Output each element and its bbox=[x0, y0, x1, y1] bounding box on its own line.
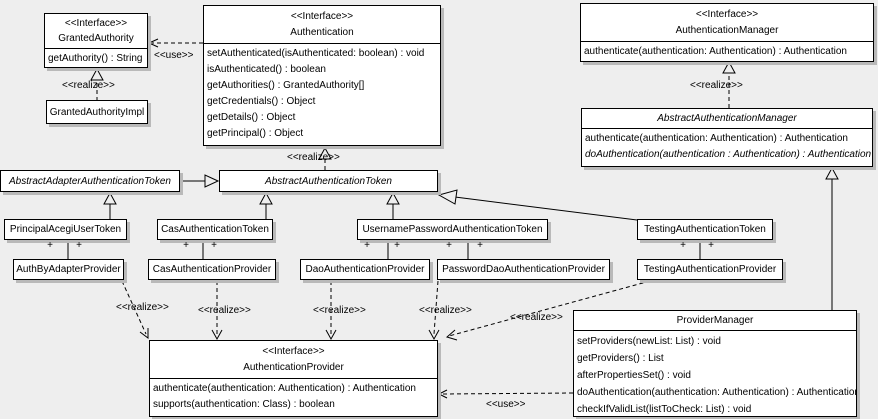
class-authenticationprovider: <<Interface>> AuthenticationProvider aut… bbox=[149, 340, 438, 417]
label-realize: <<realize>> bbox=[313, 305, 366, 316]
label-realize: <<realize>> bbox=[116, 302, 169, 313]
class-providermanager: ProviderManager setProviders(newList: Li… bbox=[573, 310, 857, 417]
edge-gen-casauthenticationtoken bbox=[259, 191, 273, 219]
edge-gen-providermanager bbox=[825, 166, 839, 310]
label-realize: <<realize>> bbox=[690, 80, 743, 91]
label-plus: + bbox=[394, 240, 400, 251]
method: setAuthenticated(isAuthenticated: boolea… bbox=[207, 48, 425, 59]
method: isAuthenticated() : boolean bbox=[207, 64, 326, 75]
method: getAuthority() : String bbox=[48, 53, 143, 64]
label-plus: + bbox=[680, 240, 686, 251]
class-authenticationmanager: <<Interface>> AuthenticationManager auth… bbox=[580, 3, 874, 62]
edge-gen-usernamepasswordtoken bbox=[386, 191, 400, 219]
label-use: <<use>> bbox=[486, 399, 526, 410]
class-daoauthenticationprovider: DaoAuthenticationProvider bbox=[300, 259, 430, 280]
method: setProviders(newList: List) : void bbox=[577, 336, 721, 347]
label-use: <<use>> bbox=[154, 50, 194, 61]
class-passworddaoauthenticationprovider: PasswordDaoAuthenticationProvider bbox=[437, 259, 610, 280]
method: doAuthentication(authentication: Authent… bbox=[577, 387, 856, 398]
edge-realize-passworddaoprovider bbox=[428, 280, 440, 341]
method: getCredentials() : Object bbox=[207, 96, 316, 107]
method: getAuthorities() : GrantedAuthority[] bbox=[207, 80, 365, 91]
edge-realize-casauthenticationprovider bbox=[211, 281, 223, 341]
class-abstractadapterauthenticationtoken: AbstractAdapterAuthenticationToken bbox=[0, 170, 180, 192]
label-realize: <<realize>> bbox=[419, 305, 472, 316]
class-testingauthenticationprovider: TestingAuthenticationProvider bbox=[637, 259, 783, 280]
method: getDetails() : Object bbox=[207, 112, 296, 123]
label-plus: + bbox=[183, 240, 189, 251]
method: supports(authentication: Class) : boolea… bbox=[153, 399, 335, 410]
edge-realize-grantedauthorityimpl bbox=[90, 67, 104, 101]
method: afterPropertiesSet() : void bbox=[577, 370, 691, 381]
class-title: <<Interface>> GrantedAuthority bbox=[45, 14, 147, 48]
edge-realize-authbyadapterprovider bbox=[121, 280, 149, 339]
stereotype-interface: <<Interface>> bbox=[262, 346, 325, 357]
edge-gen-testingauthenticationtoken bbox=[437, 189, 638, 221]
class-principalacegiusertoken: PrincipalAcegiUserToken bbox=[4, 219, 127, 240]
method: getPrincipal() : Object bbox=[207, 128, 304, 139]
edge-use-authentication-grantedauthority bbox=[147, 38, 203, 48]
class-authentication: <<Interface>> Authentication setAuthenti… bbox=[203, 5, 441, 146]
label-realize: <<realize>> bbox=[198, 305, 251, 316]
class-casauthenticationprovider: CasAuthenticationProvider bbox=[148, 259, 276, 280]
class-grantedauthorityimpl: GrantedAuthorityImpl bbox=[46, 100, 148, 124]
class-grantedauthority: <<Interface>> GrantedAuthority getAuthor… bbox=[44, 13, 148, 68]
method: authenticate(authentication: Authenticat… bbox=[153, 383, 416, 394]
label-realize: <<realize>> bbox=[62, 80, 115, 91]
method: authenticate(authentication: Authenticat… bbox=[585, 133, 848, 144]
method: authenticate(authentication: Authenticat… bbox=[584, 46, 847, 57]
label-plus: + bbox=[76, 240, 82, 251]
edge-gen-principalacegiusertoken bbox=[103, 191, 117, 219]
label-realize: <<realize>> bbox=[287, 152, 340, 163]
label-plus: + bbox=[446, 240, 452, 251]
edge-realize-daoauthenticationprovider bbox=[325, 281, 337, 341]
class-title: <<Interface>> AuthenticationProvider bbox=[150, 341, 437, 378]
label-plus: + bbox=[477, 240, 483, 251]
label-plus: + bbox=[47, 240, 53, 251]
class-casauthenticationtoken: CasAuthenticationToken bbox=[157, 219, 273, 240]
class-authbyadapterprovider: AuthByAdapterProvider bbox=[13, 259, 124, 280]
class-testingauthenticationtoken: TestingAuthenticationToken bbox=[637, 219, 773, 240]
edge-realize-abstractauthenticationtoken bbox=[318, 146, 332, 170]
method: checkIfValidList(listToCheck: List) : vo… bbox=[577, 404, 752, 415]
stereotype-interface: <<Interface>> bbox=[290, 11, 354, 22]
edge-gen-adapter-token bbox=[180, 174, 220, 188]
class-usernamepasswordauthenticationtoken: UsernamePasswordAuthenticationToken bbox=[357, 219, 548, 240]
stereotype-interface: <<Interface>> bbox=[695, 9, 759, 20]
class-title: AbstractAuthenticationManager bbox=[657, 113, 797, 124]
class-title: <<Interface>> Authentication bbox=[204, 6, 440, 43]
edge-realize-testingauthenticationprovider bbox=[445, 280, 651, 341]
label-plus: + bbox=[708, 240, 714, 251]
edge-use-providermanager bbox=[437, 389, 574, 399]
class-abstractauthenticationtoken: AbstractAuthenticationToken bbox=[219, 170, 438, 192]
label-realize: <<realize>> bbox=[510, 312, 563, 323]
class-abstractauthenticationmanager: AbstractAuthenticationManager authentica… bbox=[581, 108, 873, 167]
method-abstract: doAuthentication(authentication : Authen… bbox=[585, 149, 872, 160]
class-title: <<Interface>> AuthenticationManager bbox=[581, 4, 873, 41]
stereotype-interface: <<Interface>> bbox=[64, 18, 128, 29]
method: getProviders() : List bbox=[577, 353, 664, 364]
label-plus: + bbox=[364, 240, 370, 251]
label-plus: + bbox=[211, 240, 217, 251]
edge-realize-abstractauthenticationmanager bbox=[722, 60, 736, 108]
class-title: ProviderManager bbox=[676, 315, 754, 326]
